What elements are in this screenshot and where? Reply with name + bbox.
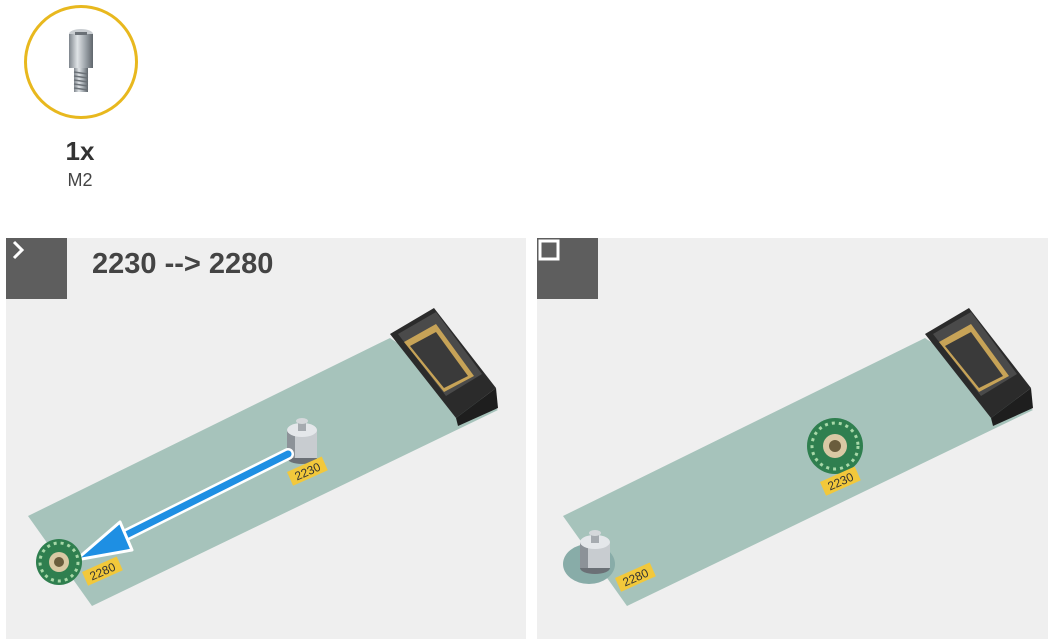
step-1-illustration: 2230 2280	[6, 238, 526, 639]
standoff-screw-icon	[27, 8, 135, 116]
stop-square-icon	[537, 238, 561, 262]
step-2-illustration: 2230 2280	[537, 238, 1048, 639]
step-panel-2: 2230 2280	[537, 238, 1048, 639]
chevron-right-icon	[6, 238, 30, 262]
stop-button[interactable]	[537, 238, 598, 299]
mount-pad-2230	[807, 418, 863, 474]
mount-pad-2280	[36, 539, 82, 585]
next-step-button[interactable]	[6, 238, 67, 299]
part-thumbnail	[24, 5, 138, 119]
step-panel-1: 2230 2280 2230 --> 2280	[6, 238, 526, 639]
part-quantity: 1x	[22, 136, 138, 167]
part-name: M2	[22, 170, 138, 191]
step-title: 2230 --> 2280	[92, 248, 273, 281]
